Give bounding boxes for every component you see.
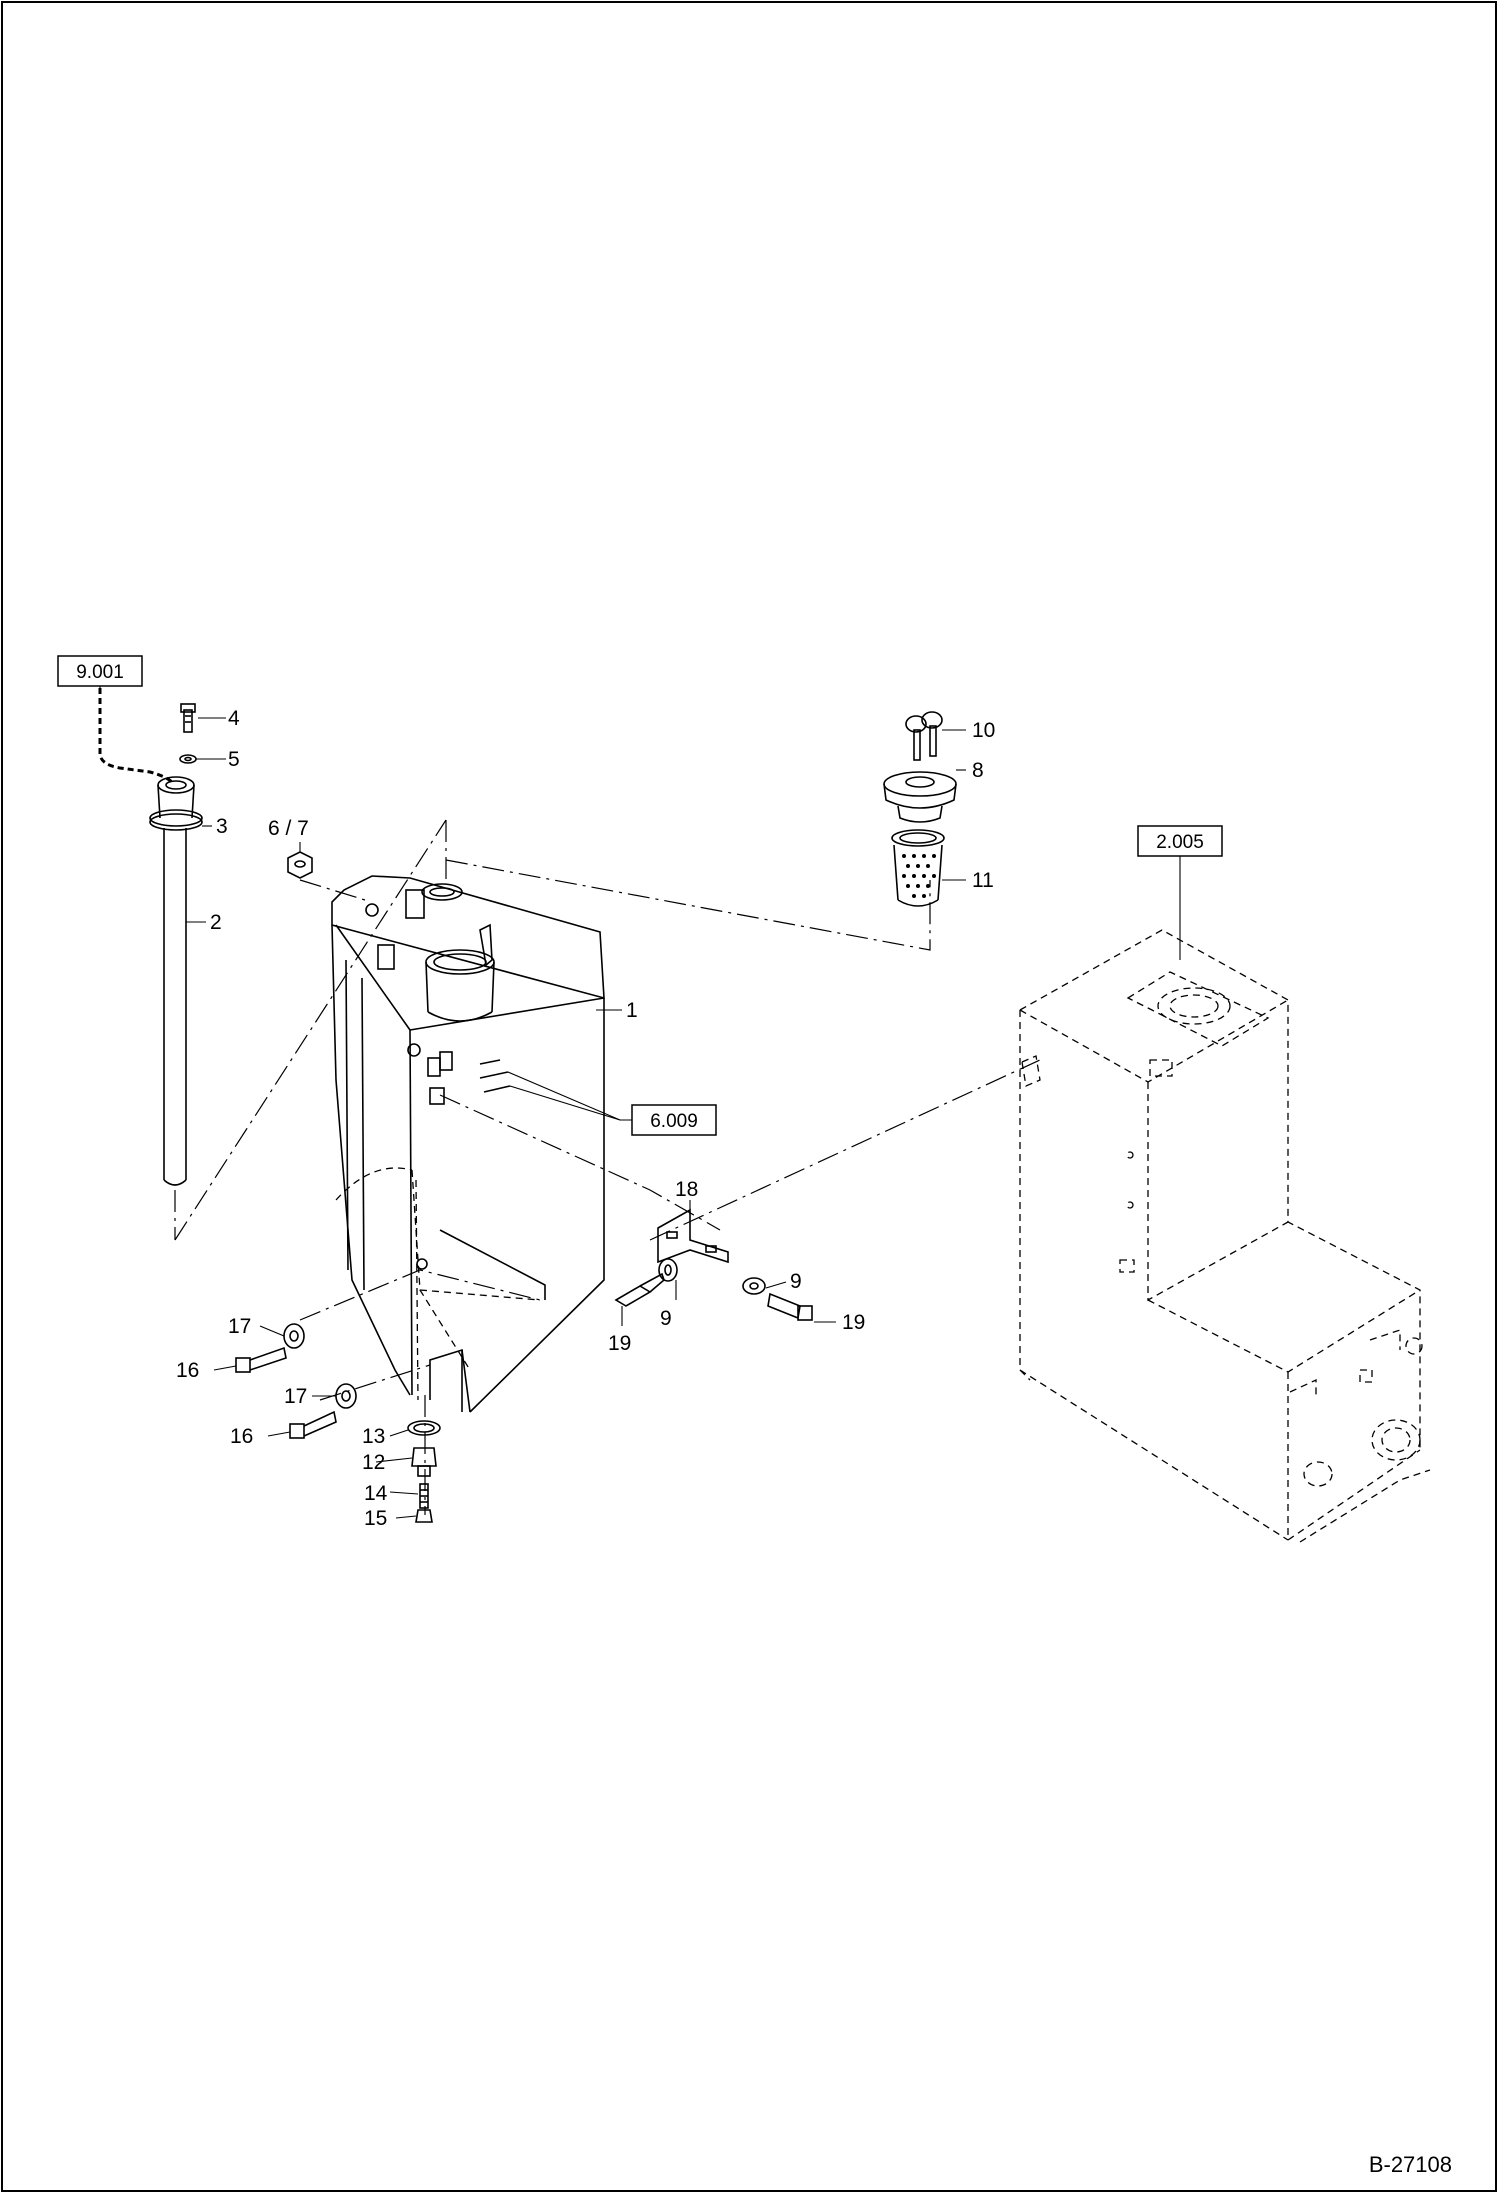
- callout-17-upper[interactable]: 17: [228, 1315, 251, 1338]
- callout-9-left[interactable]: 9: [660, 1307, 672, 1330]
- cap-15: [415, 1509, 433, 1523]
- reference-box-6-009[interactable]: 6.009: [631, 1104, 717, 1136]
- reference-label: 2.005: [1156, 832, 1204, 853]
- assembly-centre-lines: [174, 819, 1041, 1515]
- callout-8[interactable]: 8: [972, 759, 984, 782]
- nut-6-7: [287, 851, 313, 879]
- bolt-16-upper: [235, 1346, 287, 1373]
- callout-17-lower[interactable]: 17: [284, 1385, 307, 1408]
- leader-lines: [99, 686, 1181, 1519]
- callout-16-upper[interactable]: 16: [176, 1359, 199, 1382]
- reference-box-2-005[interactable]: 2.005: [1137, 825, 1223, 857]
- bolt-19-left: [614, 1272, 665, 1307]
- drawing-number: B-27108: [1369, 2152, 1452, 2177]
- callout-16-lower[interactable]: 16: [230, 1425, 253, 1448]
- drain-plug-12: [411, 1447, 437, 1477]
- callout-12[interactable]: 12: [362, 1451, 385, 1474]
- bolt-16-lower: [289, 1410, 337, 1439]
- callout-9-right[interactable]: 9: [790, 1270, 802, 1293]
- callouts: 1 2 3 4 5 6 / 7 8 9 9 10 11 12 13 14 15 …: [176, 707, 995, 1530]
- reference-label: 6.009: [650, 1111, 698, 1132]
- washer-17-lower: [335, 1383, 357, 1409]
- callout-4[interactable]: 4: [228, 707, 240, 730]
- reference-box-9-001[interactable]: 9.001: [57, 655, 143, 687]
- callout-11[interactable]: 11: [972, 869, 994, 892]
- callout-5[interactable]: 5: [228, 748, 240, 771]
- keys-10: [905, 711, 943, 761]
- washer-9-right: [742, 1277, 766, 1295]
- callout-18[interactable]: 18: [675, 1178, 698, 1201]
- drain-valve-14: [419, 1483, 429, 1509]
- bracket-18: [657, 1208, 729, 1264]
- strainer-11: [891, 829, 945, 907]
- o-ring-13: [407, 1420, 441, 1436]
- reference-label: 9.001: [76, 662, 124, 683]
- chassis-frame: [1019, 929, 1431, 1543]
- washer-9-left: [658, 1258, 678, 1282]
- callout-13[interactable]: 13: [362, 1425, 385, 1448]
- callout-3[interactable]: 3: [216, 815, 228, 838]
- callout-19-right[interactable]: 19: [842, 1311, 865, 1334]
- bolt-19-right: [767, 1292, 813, 1321]
- callout-2[interactable]: 2: [210, 911, 222, 934]
- callout-6-7[interactable]: 6 / 7: [268, 817, 309, 840]
- callout-10[interactable]: 10: [972, 719, 995, 742]
- filler-cap-8: [883, 771, 957, 823]
- fuel-tank: [331, 875, 605, 1413]
- callout-15[interactable]: 15: [364, 1507, 387, 1530]
- callout-14[interactable]: 14: [364, 1482, 388, 1505]
- callout-1[interactable]: 1: [626, 999, 638, 1022]
- level-sensor-tube: [98, 688, 203, 1240]
- callout-19-left[interactable]: 19: [608, 1332, 631, 1355]
- washer-17-upper: [283, 1323, 305, 1349]
